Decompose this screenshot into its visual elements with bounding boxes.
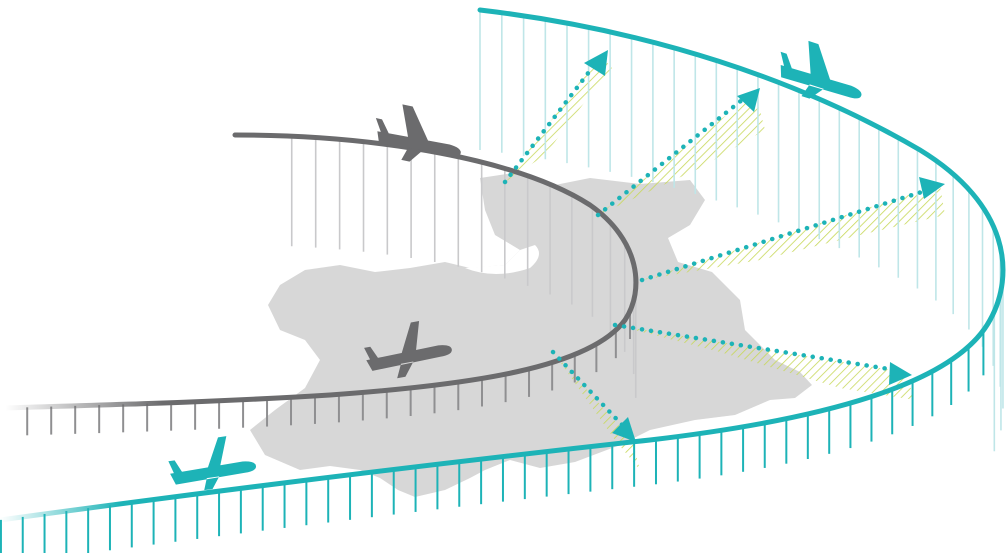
land-area — [250, 172, 812, 497]
old-route-plane-top — [368, 100, 468, 172]
airplane-icon — [368, 100, 468, 172]
new-route-plane-bottom — [166, 433, 258, 495]
airplane-icon — [166, 433, 258, 495]
